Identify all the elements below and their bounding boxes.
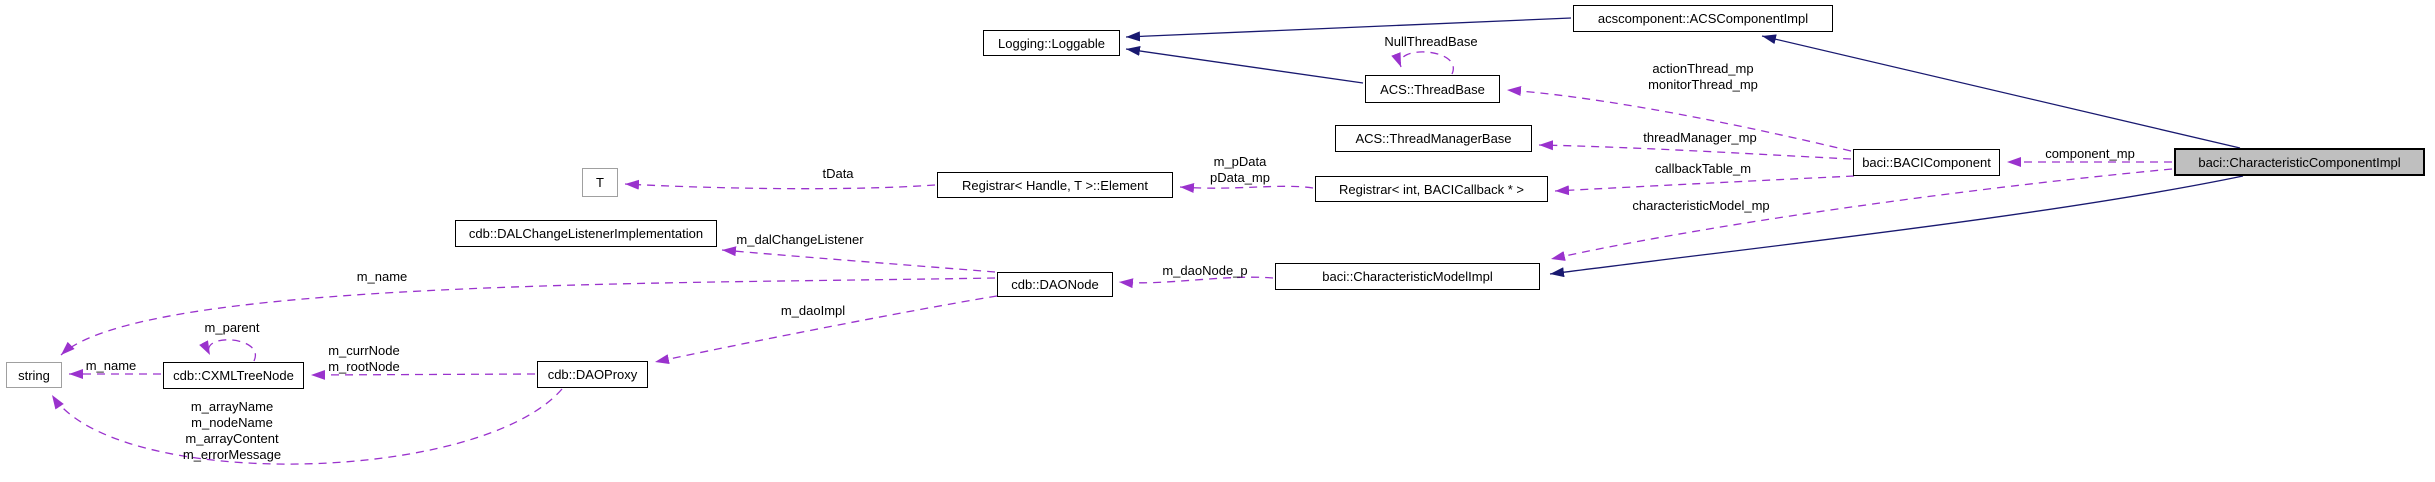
node-registrar-int-bacicallback[interactable]: Registrar< int, BACICallback * >	[1315, 176, 1548, 202]
node-acscomponent-acscomponentimpl[interactable]: acscomponent::ACSComponentImpl	[1573, 5, 1833, 32]
node-template-t: T	[582, 168, 618, 197]
edge-label-characteristicmodel-mp: characteristicModel_mp	[1632, 198, 1770, 213]
edge-bacicomponent-to-threadmanagerbase	[1538, 140, 1852, 160]
node-baci-characteristiccomponentimpl: baci::CharacteristicComponentImpl	[2174, 148, 2425, 176]
edge-label-mparent: m_parent	[204, 320, 260, 335]
edge-daonode-to-daoproxy	[654, 295, 998, 364]
node-baci-characteristicmodelimpl[interactable]: baci::CharacteristicModelImpl	[1275, 263, 1540, 290]
edge-cxmltreenode-selfloop-mparent	[199, 339, 257, 362]
node-cdb-daoproxy[interactable]: cdb::DAOProxy	[537, 361, 648, 388]
edge-characteristiccomponentimpl-to-acscomponentimpl	[1761, 34, 2241, 149]
edge-daoproxy-to-string-arc	[51, 388, 563, 465]
edge-label-callbacktable-m: callbackTable_m	[1654, 161, 1752, 176]
edge-characteristicmodelimpl-to-daonode	[1118, 276, 1274, 289]
edge-label-component-mp: component_mp	[2045, 146, 2135, 161]
edge-label-mpdata-pdata-mp: m_pData pData_mp	[1210, 154, 1270, 185]
edge-threadbase-selfloop-nullthreadbase	[1391, 51, 1454, 75]
edge-label-mname-upper: m_name	[356, 269, 408, 284]
edge-label-mcurrnode-mrootnode: m_currNode m_rootNode	[328, 343, 400, 374]
node-logging-loggable[interactable]: Logging::Loggable	[983, 30, 1120, 56]
node-string: string	[6, 362, 62, 388]
edge-daonode-to-string	[60, 277, 996, 356]
edge-bacicomponent-to-registrarint	[1554, 175, 1855, 196]
node-cdb-cxmltreenode[interactable]: cdb::CXMLTreeNode	[163, 362, 304, 389]
node-cdb-dalchangelistenerimplementation[interactable]: cdb::DALChangeListenerImplementation	[455, 220, 717, 247]
edge-characteristiccomponentimpl-to-characteristicmodelimpl	[1549, 175, 2244, 278]
edge-label-mdaonode-p: m_daoNode_p	[1162, 263, 1248, 278]
edge-daonode-to-dalchangelistener	[721, 246, 996, 273]
node-registrar-handle-t-element[interactable]: Registrar< Handle, T >::Element	[937, 172, 1173, 198]
node-cdb-daonode[interactable]: cdb::DAONode	[997, 272, 1113, 297]
edge-daoproxy-to-cxmltreenode	[310, 369, 536, 380]
edge-acscomponentimpl-to-loggable	[1125, 17, 1572, 42]
edge-label-tdata: tData	[822, 166, 854, 181]
edge-label-nullthreadbase: NullThreadBase	[1384, 34, 1478, 49]
edge-label-threadmanager-mp: threadManager_mp	[1643, 130, 1757, 145]
edge-label-marrayname-block: m_arrayName m_nodeName m_arrayContent m_…	[182, 399, 282, 462]
edge-registrarint-to-element	[1179, 183, 1314, 193]
edge-label-mdalchangelistener: m_dalChangeListener	[736, 232, 864, 247]
edge-label-mname-lower: m_name	[85, 358, 137, 373]
edge-bacicomponent-to-threadbase	[1506, 85, 1852, 152]
edge-label-mdaoimpl: m_daoImpl	[780, 303, 846, 318]
node-acs-threadmanagerbase[interactable]: ACS::ThreadManagerBase	[1335, 125, 1532, 152]
node-baci-bacicomponent[interactable]: baci::BACIComponent	[1853, 149, 2000, 176]
edge-element-to-t	[624, 179, 936, 190]
edge-threadbase-to-loggable	[1125, 46, 1364, 84]
edge-label-actionthread-monitorthread: actionThread_mp monitorThread_mp	[1648, 61, 1758, 92]
edge-characteristiccomponentimpl-to-characteristicmodelimpl-usage	[1550, 168, 2173, 261]
node-acs-threadbase[interactable]: ACS::ThreadBase	[1365, 75, 1500, 103]
